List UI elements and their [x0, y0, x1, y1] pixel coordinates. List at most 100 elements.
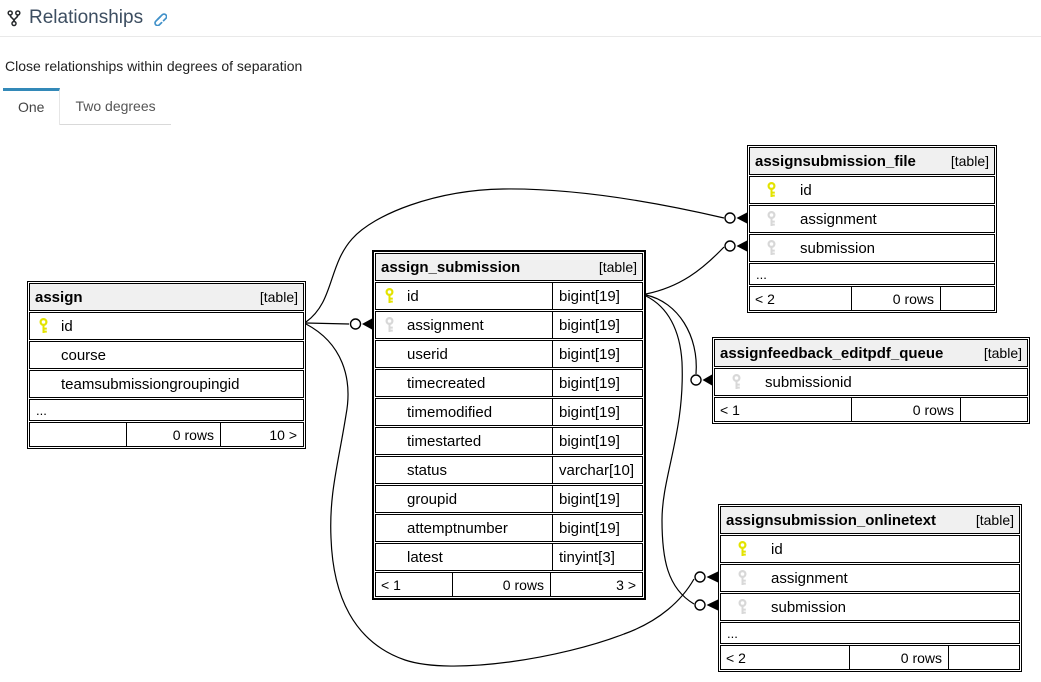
table-footer: < 1 0 rows 3 > [375, 572, 643, 597]
column-type: bigint[19] [552, 340, 645, 368]
more-columns-row: ... [29, 399, 304, 421]
column-name: course [61, 346, 107, 364]
tab-two-degrees[interactable]: Two degrees [60, 91, 171, 125]
foreign-key-icon [731, 374, 742, 390]
primary-key-icon [38, 318, 49, 334]
link-icon[interactable] [151, 10, 168, 26]
column-name: userid [407, 345, 448, 363]
entity-table-assignfeedback-editpdf-queue[interactable]: assignfeedback_editpdf_queue [table] sub… [712, 337, 1030, 424]
column-type: bigint[19] [552, 369, 645, 397]
column-name: latest [407, 548, 443, 566]
row-count: 0 rows [851, 287, 940, 310]
row-count: 0 rows [452, 573, 550, 596]
children-count: 10 > [220, 423, 303, 446]
column-type: bigint[19] [552, 427, 645, 455]
degrees-tabs: One Two degrees [3, 88, 171, 125]
table-header: assignfeedback_editpdf_queue [table] [714, 339, 1028, 367]
column-row: id [29, 312, 304, 340]
table-header: assign_submission [table] [375, 253, 643, 281]
entity-table-assign-submission[interactable]: assign_submission [table] id bigint[19] … [372, 250, 646, 600]
parents-count: < 2 [726, 649, 746, 666]
column-name: id [771, 540, 783, 558]
row-count: 0 rows [851, 398, 960, 421]
table-header: assign [table] [29, 283, 304, 311]
column-type: bigint[19] [552, 311, 645, 339]
column-row: submission [720, 593, 1020, 621]
column-type: bigint[19] [552, 282, 645, 310]
entity-table-assignsubmission-file[interactable]: assignsubmission_file [table] id assignm… [747, 145, 997, 313]
column-name: id [407, 287, 419, 305]
table-name: assign_submission [381, 258, 521, 276]
table-tag: [table] [983, 345, 1022, 361]
edge-assign-submission-to-editpdf-queue [645, 294, 697, 375]
tab-one-degree[interactable]: One [3, 88, 61, 125]
column-type: bigint[19] [552, 514, 645, 542]
table-header: assignsubmission_onlinetext [table] [720, 506, 1020, 534]
column-name: timemodified [407, 403, 493, 421]
branch-icon [7, 9, 21, 27]
column-row: submission [749, 234, 995, 262]
children-count [960, 398, 1027, 421]
column-row: id [749, 176, 995, 204]
children-count [948, 646, 1019, 669]
table-footer: 0 rows 10 > [29, 422, 304, 447]
parents-count [30, 423, 126, 446]
column-name: id [61, 317, 73, 335]
column-row: submissionid [714, 368, 1028, 396]
table-name: assign [35, 288, 83, 306]
degrees-of-separation-label: Close relationships within degrees of se… [5, 58, 303, 74]
foreign-key-icon [384, 317, 395, 333]
row-count: 0 rows [849, 646, 948, 669]
entity-table-assign[interactable]: assign [table] id course teamsubmissiong… [27, 281, 306, 449]
table-name: assignsubmission_onlinetext [726, 511, 937, 529]
column-row: course [29, 341, 304, 369]
column-row: teamsubmissiongroupingid [29, 370, 304, 398]
more-columns-row: ... [749, 263, 995, 285]
column-name: submissionid [765, 373, 852, 391]
column-row: assignment bigint[19] [375, 311, 643, 339]
column-name: teamsubmissiongroupingid [61, 375, 240, 393]
table-footer: < 1 0 rows [714, 397, 1028, 422]
column-row: userid bigint[19] [375, 340, 643, 368]
table-name: assignfeedback_editpdf_queue [720, 344, 944, 362]
edge-assign-submission-to-onlinetext [645, 295, 695, 605]
column-row: timestarted bigint[19] [375, 427, 643, 455]
primary-key-icon [384, 288, 395, 304]
column-row: assignment [749, 205, 995, 233]
crowsfoot-onlinetext-assignment [694, 571, 718, 583]
foreign-key-icon [766, 240, 777, 256]
parents-count: < 2 [755, 290, 775, 307]
column-row: groupid bigint[19] [375, 485, 643, 513]
column-name: assignment [800, 210, 877, 228]
parents-count: < 1 [381, 576, 401, 593]
crowsfoot-file-assignment [724, 212, 747, 224]
crowsfoot-assign-submission-assignment [349, 318, 372, 330]
column-row: timemodified bigint[19] [375, 398, 643, 426]
table-footer: < 2 0 rows [749, 286, 995, 311]
column-type: bigint[19] [552, 485, 645, 513]
column-row: assignment [720, 564, 1020, 592]
column-name: timestarted [407, 432, 482, 450]
column-row: timecreated bigint[19] [375, 369, 643, 397]
row-count: 0 rows [126, 423, 220, 446]
crowsfoot-file-submission [724, 240, 747, 252]
edge-assign-to-assign-submission [305, 322, 350, 325]
primary-key-icon [766, 182, 777, 198]
column-row: id bigint[19] [375, 282, 643, 310]
page-title: Relationships [29, 7, 144, 28]
column-type: tinyint[3] [552, 543, 645, 571]
column-row: status varchar[10] [375, 456, 643, 484]
table-name: assignsubmission_file [755, 152, 916, 170]
table-tag: [table] [259, 289, 298, 305]
column-type: varchar[10] [552, 456, 645, 484]
column-type: bigint[19] [552, 398, 645, 426]
crowsfoot-editpdf-queue-submissionid [690, 374, 712, 386]
entity-table-assignsubmission-onlinetext[interactable]: assignsubmission_onlinetext [table] id a… [718, 504, 1022, 672]
crowsfoot-onlinetext-submission [694, 599, 718, 611]
table-tag: [table] [598, 259, 637, 275]
column-name: groupid [407, 490, 458, 508]
column-name: status [407, 461, 448, 479]
column-name: timecreated [407, 374, 486, 392]
table-footer: < 2 0 rows [720, 645, 1020, 670]
